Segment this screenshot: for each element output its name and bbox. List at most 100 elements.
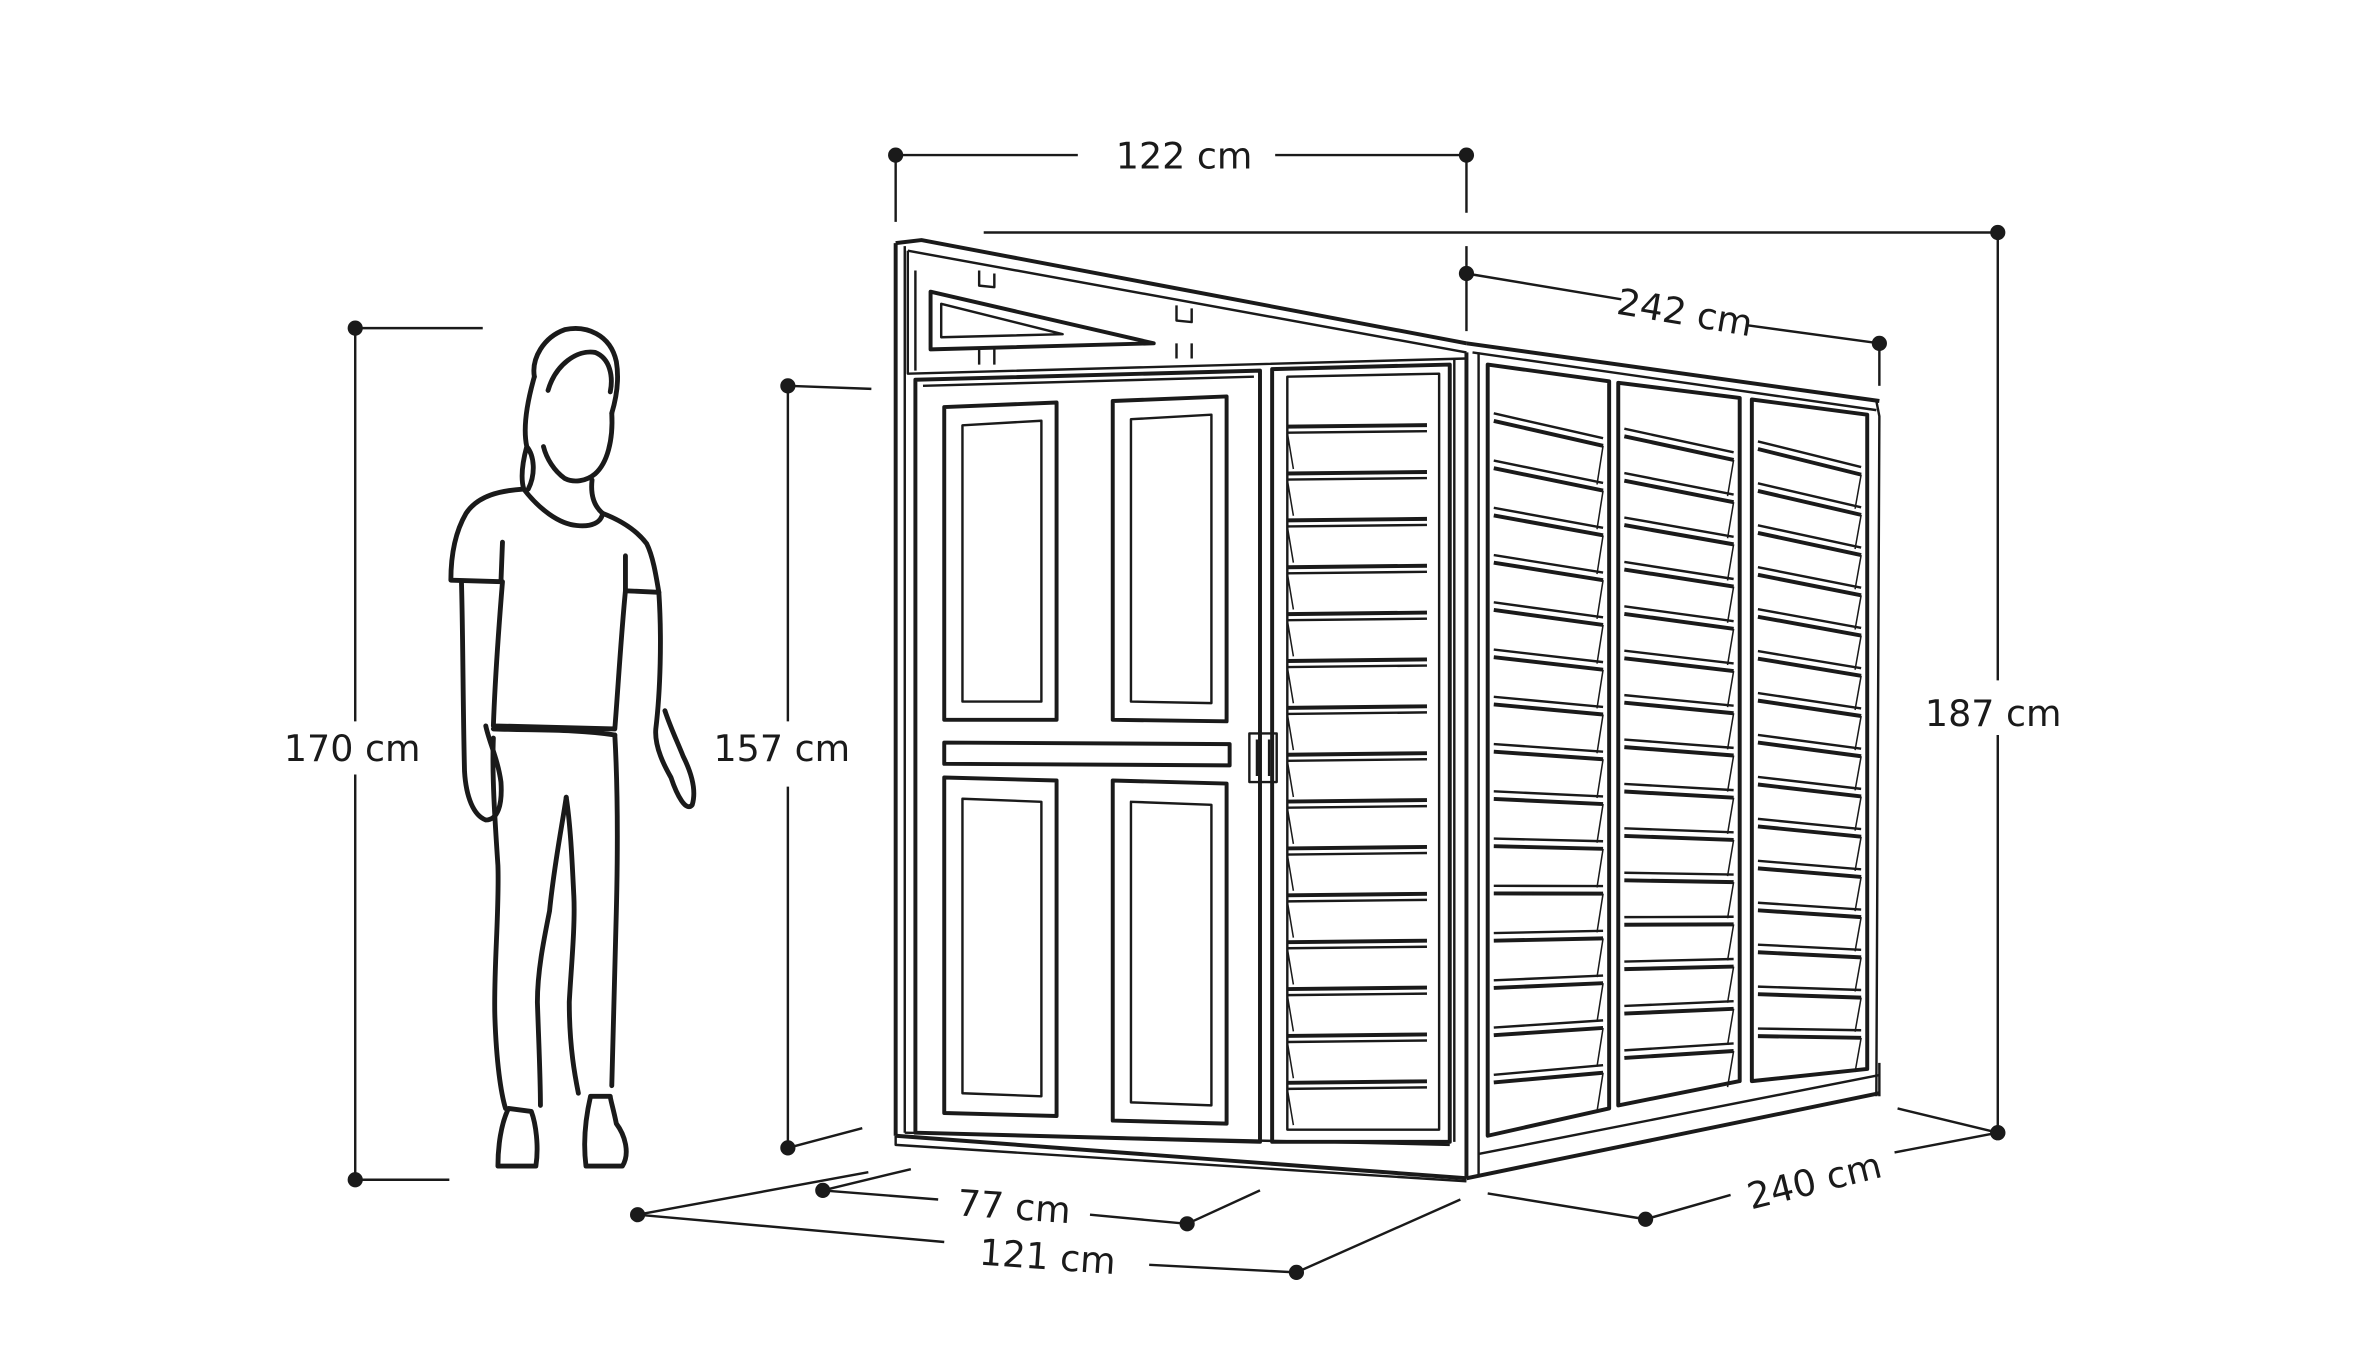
side-panel-column <box>1485 362 1612 1138</box>
louver-slat <box>1596 803 1604 843</box>
louver-slat <box>1287 844 1428 851</box>
louver-slat <box>1493 695 1604 709</box>
louver-slat <box>1726 839 1735 877</box>
louver-slat <box>1757 524 1862 549</box>
louver-slat <box>1493 648 1604 664</box>
dimension-door-width: 77 cm <box>815 1167 1261 1232</box>
louver-slat <box>1624 745 1734 758</box>
louver-slat <box>1624 957 1734 963</box>
louver-slat <box>1286 760 1295 798</box>
louver-slat <box>1286 854 1295 891</box>
label-base-length: 240 cm <box>1743 1144 1886 1219</box>
louver-slat <box>1286 526 1295 563</box>
louver-slat <box>1493 837 1604 843</box>
louver-slat <box>1726 966 1735 1003</box>
louver-slat <box>1624 649 1734 665</box>
louver-slat <box>1493 936 1604 943</box>
roof-edge-front <box>895 238 1467 346</box>
louver-slat <box>1854 554 1862 590</box>
louver-slat <box>1596 1072 1604 1112</box>
louver-slat <box>1757 614 1862 638</box>
louver-slat <box>1624 700 1734 716</box>
louver-slat <box>1757 482 1862 509</box>
roof-edge-side <box>1466 341 1880 403</box>
louver-slat <box>1493 459 1604 485</box>
louver-slat <box>1757 901 1862 911</box>
louver-slat <box>1624 516 1734 538</box>
louver-slat <box>1757 824 1862 839</box>
door-panel <box>1110 778 1229 1126</box>
louver-slat <box>1493 790 1604 798</box>
dimension-overall-height: 187 cm <box>983 224 2062 1141</box>
louver-slat <box>1854 836 1862 871</box>
louver-slat <box>1757 691 1862 710</box>
louver-slat <box>1287 798 1428 804</box>
louver-slat <box>1287 992 1427 997</box>
door-panel <box>1110 394 1229 724</box>
louver-slat <box>1624 611 1734 631</box>
louver-slat <box>1493 466 1604 493</box>
louver-slat <box>1287 1079 1428 1085</box>
louver-slat <box>1493 702 1604 717</box>
louver-slat <box>1493 560 1604 583</box>
louver-slat <box>1757 530 1862 558</box>
louver-slat <box>1757 566 1862 589</box>
louver-slat <box>1624 833 1734 842</box>
louver-slat <box>1287 891 1428 898</box>
louver-slat <box>1624 427 1734 454</box>
louver-slat <box>1854 796 1862 831</box>
louver-slat <box>1726 1008 1735 1046</box>
louver-slat <box>1624 656 1734 673</box>
louver-slat <box>1493 655 1604 672</box>
dimension-side-roof-length: 242 cm <box>1458 246 1887 386</box>
louver-slat <box>1726 670 1735 708</box>
dimension-front-height: 157 cm <box>713 378 872 1156</box>
label-base-width: 121 cm <box>978 1231 1117 1283</box>
louver-slat <box>1287 938 1428 945</box>
louver-slat <box>1287 804 1427 809</box>
louver-slat <box>1287 945 1427 950</box>
louver-slat <box>1624 964 1734 972</box>
louver-slat <box>1854 1037 1862 1073</box>
louver-slat <box>1726 502 1735 539</box>
louver-slat <box>1854 635 1862 670</box>
louver-slat <box>1493 419 1604 448</box>
louver-slat <box>1757 992 1862 1000</box>
louver-slat <box>1726 924 1735 961</box>
louver-slat <box>1287 664 1427 669</box>
front-louvers <box>1286 423 1428 1126</box>
louver-slat <box>1287 711 1427 716</box>
louver-slat <box>1493 412 1604 440</box>
louver-slat <box>1757 698 1862 718</box>
louver-slat <box>1493 749 1604 762</box>
louver-slat <box>1624 827 1734 834</box>
louver-slat <box>1287 898 1427 903</box>
louver-slat <box>1287 523 1427 528</box>
louver-slat <box>1493 1063 1604 1077</box>
louver-slat <box>1757 607 1862 630</box>
louver-slat <box>1757 908 1862 920</box>
louver-slat <box>1757 733 1862 750</box>
label-door-width: 77 cm <box>956 1181 1072 1232</box>
label-top-width: 122 cm <box>1116 135 1253 178</box>
dimension-person-height: 170 cm <box>284 320 483 1188</box>
louver-slat <box>1287 1086 1427 1091</box>
louver-slat <box>1624 560 1734 581</box>
louver-slat <box>1624 693 1734 707</box>
louver-slat <box>1757 440 1862 469</box>
louver-slat <box>1624 789 1734 800</box>
louver-slat <box>1286 713 1295 751</box>
louver-slat <box>1624 999 1734 1008</box>
louver-slat <box>1726 459 1735 497</box>
louver-slat <box>1757 866 1862 879</box>
louver-slat <box>1493 844 1604 851</box>
louver-slat <box>1757 1034 1862 1040</box>
louver-slat <box>1287 476 1427 481</box>
louver-slat <box>1726 882 1735 919</box>
louver-slat <box>1757 775 1862 791</box>
louver-slat <box>1757 740 1862 759</box>
louver-slat <box>1287 429 1427 434</box>
door-panel <box>942 400 1059 722</box>
louver-slat <box>1726 713 1735 750</box>
